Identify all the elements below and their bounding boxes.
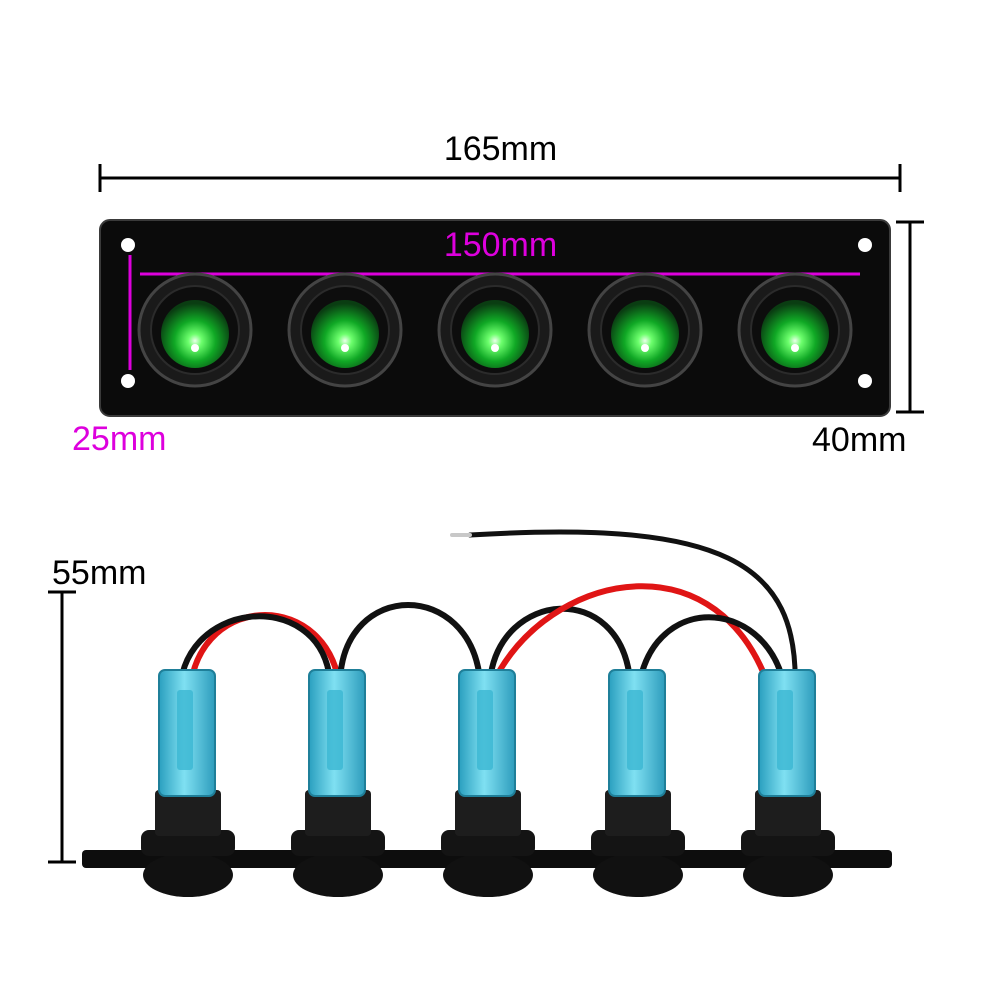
rocker-switch	[437, 272, 553, 388]
rocker-switch	[287, 272, 403, 388]
mounting-hole	[121, 374, 135, 388]
switch-body	[591, 669, 685, 897]
switch-body	[441, 669, 535, 897]
overall-width-label: 165mm	[443, 130, 558, 168]
rocker-switch	[737, 272, 853, 388]
black-wire	[337, 602, 483, 683]
inner-height-label: 25mm	[72, 420, 167, 458]
dimension-overall-width	[98, 164, 902, 192]
rocker-switch	[587, 272, 703, 388]
hole-spacing-label: 150mm	[443, 226, 558, 264]
switch-body	[291, 669, 385, 897]
depth-label: 55mm	[52, 554, 147, 592]
black-wire	[176, 613, 333, 703]
black-wire	[637, 614, 788, 693]
mounting-hole	[858, 374, 872, 388]
mounting-hole	[858, 238, 872, 252]
rocker-switches	[137, 272, 853, 388]
rocker-switch	[137, 272, 253, 388]
red-wire	[497, 583, 773, 693]
dimension-depth	[48, 590, 76, 864]
black-wire	[467, 529, 798, 693]
switch-bodies-side	[141, 669, 835, 897]
switch-body	[141, 669, 235, 897]
switch-body	[741, 669, 835, 897]
mounting-hole	[121, 238, 135, 252]
dimension-overall-height	[896, 220, 924, 414]
wiring-harness	[176, 529, 798, 703]
overall-height-label: 40mm	[812, 421, 907, 459]
